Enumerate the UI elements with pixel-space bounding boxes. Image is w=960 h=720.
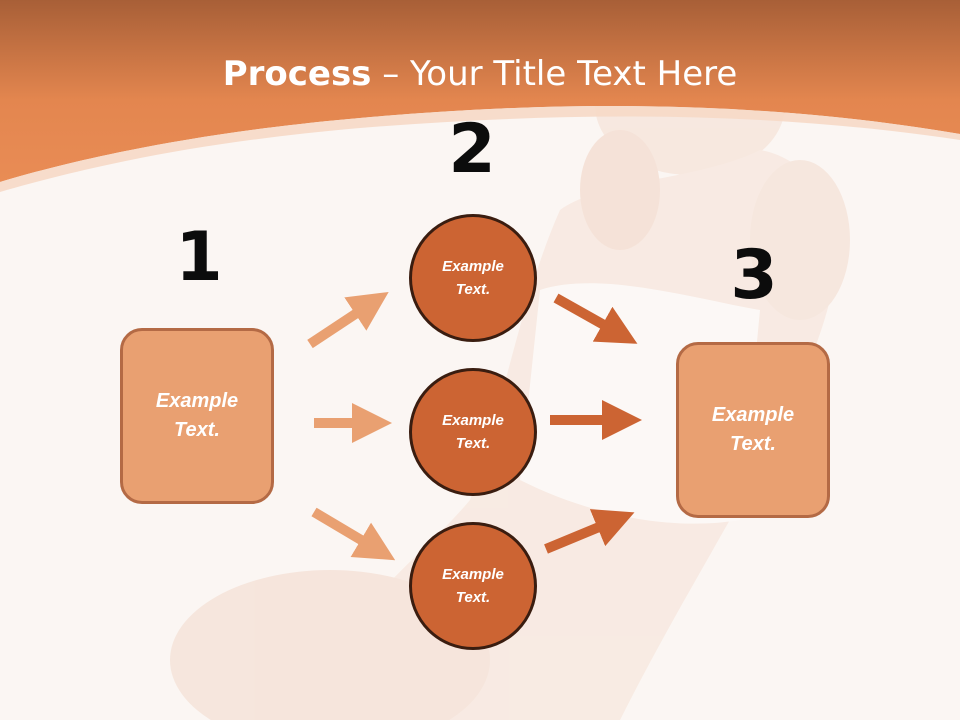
title-rest: – Your Title Text Here [371, 54, 738, 94]
arrow-node-top-to-3 [553, 293, 638, 344]
step-3-number: 3 [730, 236, 778, 315]
step-2-node-bottom[interactable]: Example Text. [409, 522, 537, 650]
node-bottom-text: Example Text. [442, 566, 504, 606]
node-middle-text: Example Text. [442, 412, 504, 452]
step-1-text: Example Text. [155, 390, 239, 441]
arrow-1-to-node-bottom [311, 507, 396, 561]
arrow-1-to-node-top [307, 291, 389, 349]
arrow-node-bottom-to-3 [544, 509, 635, 554]
step-2-node-middle[interactable]: Example Text. [409, 368, 537, 496]
step-2-number: 2 [448, 110, 496, 189]
step-1-box[interactable]: Example Text. [120, 328, 274, 504]
title-bold: Process [222, 54, 372, 94]
slide-title: Process – Your Title Text Here [0, 52, 960, 96]
step-3-text: Example Text. [711, 404, 795, 455]
step-3-box[interactable]: Example Text. [676, 342, 830, 518]
step-1-number: 1 [175, 218, 223, 297]
step-2-node-top[interactable]: Example Text. [409, 214, 537, 342]
node-top-text: Example Text. [442, 258, 504, 298]
